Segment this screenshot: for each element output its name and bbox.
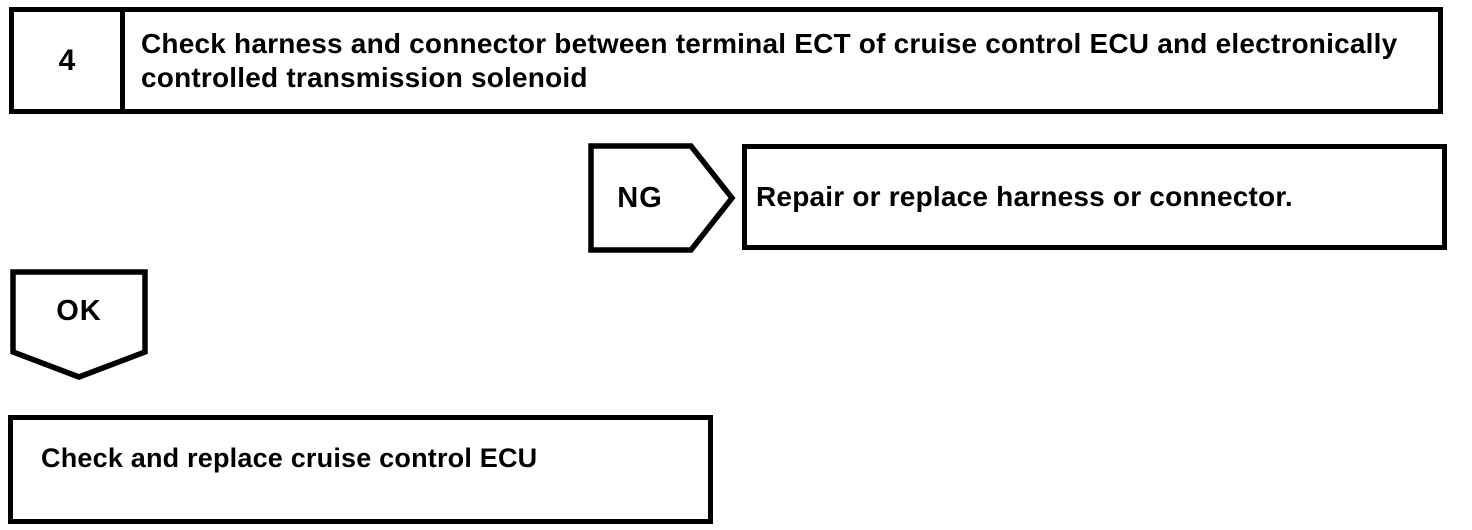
ok-connector: OK bbox=[10, 269, 148, 381]
step-instruction-cell: Check harness and connector between term… bbox=[125, 12, 1438, 109]
step-box: 4 Check harness and connector between te… bbox=[9, 7, 1443, 114]
step-instruction-text: Check harness and connector between term… bbox=[141, 27, 1398, 93]
ok-label: OK bbox=[56, 294, 102, 327]
step-number: 4 bbox=[14, 12, 125, 109]
ng-action-box: Repair or replace harness or connector. bbox=[742, 144, 1447, 250]
ok-action-box: Check and replace cruise control ECU bbox=[8, 415, 713, 524]
ng-connector: NG bbox=[588, 143, 736, 253]
ng-label: NG bbox=[617, 181, 663, 214]
ng-pentagon-icon bbox=[588, 143, 736, 253]
ok-pentagon-icon bbox=[10, 269, 148, 380]
